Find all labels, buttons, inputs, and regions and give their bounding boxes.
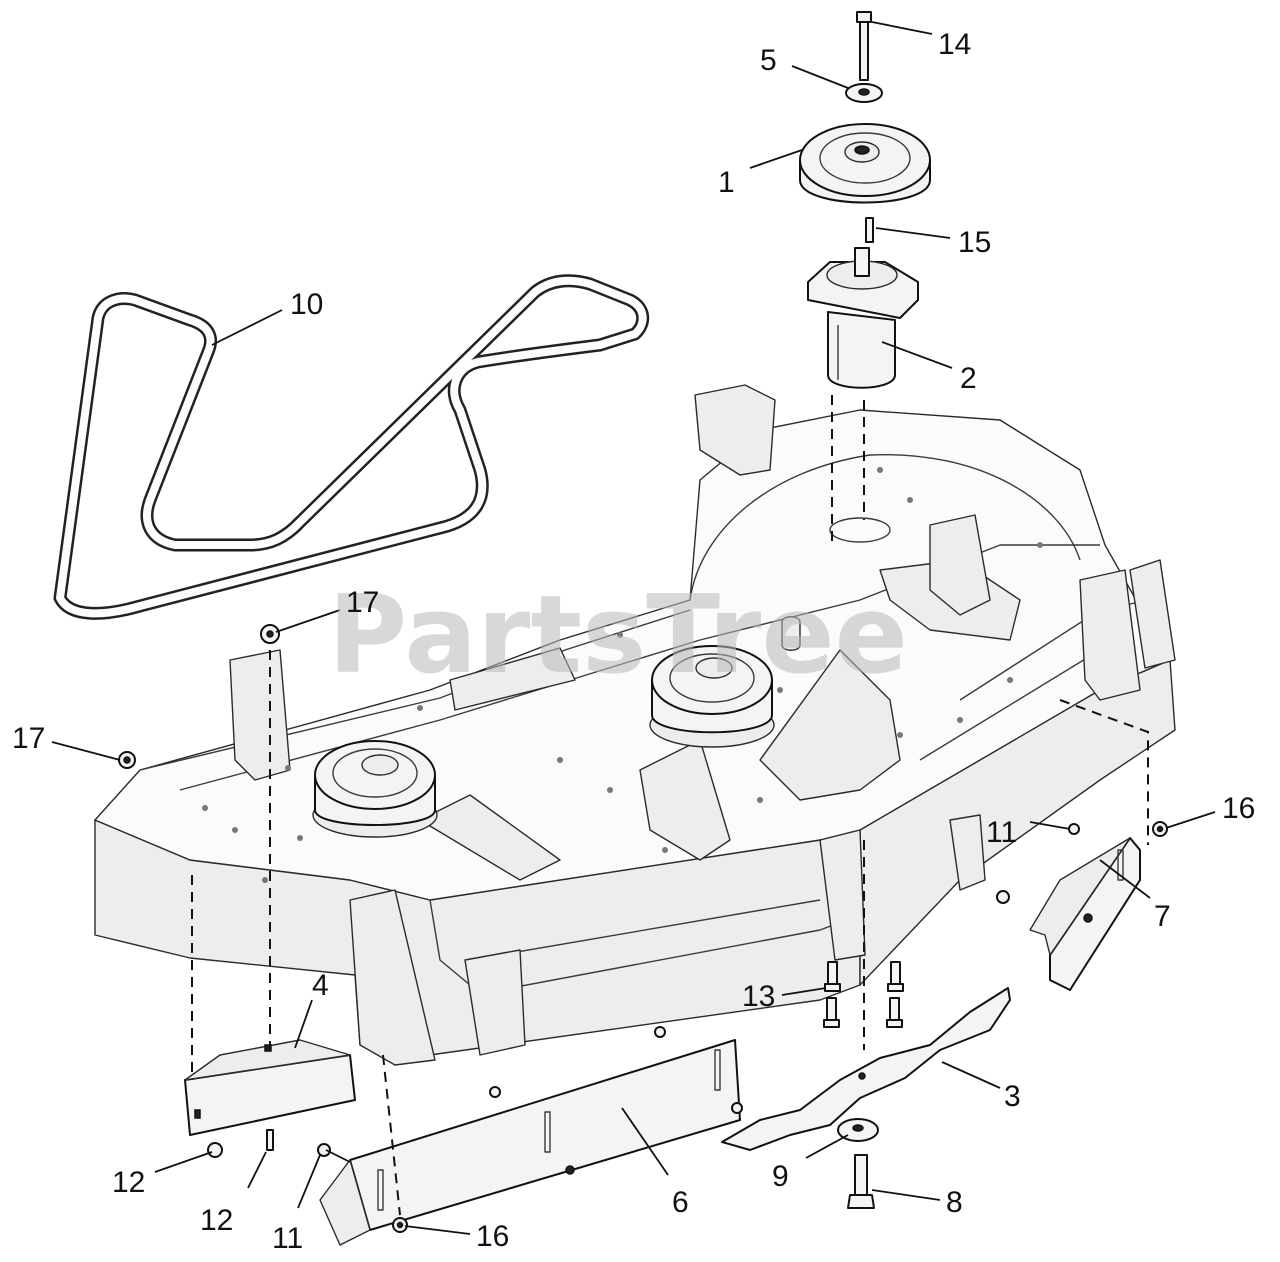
left-baffle bbox=[184, 1039, 356, 1136]
callout-8: 8 bbox=[946, 1186, 963, 1219]
callout-2: 2 bbox=[960, 362, 977, 395]
callout-10: 10 bbox=[290, 288, 323, 321]
assembly-lines bbox=[191, 395, 1149, 1216]
fasteners bbox=[118, 624, 1168, 1233]
spindle-housing bbox=[807, 247, 919, 389]
right-baffle bbox=[1029, 837, 1141, 991]
callout-12-center: 12 bbox=[200, 1204, 233, 1237]
callout-4: 4 bbox=[312, 969, 329, 1002]
spindle-pulley bbox=[799, 123, 931, 204]
callout-12-left: 12 bbox=[112, 1166, 145, 1199]
callout-11-bottom: 11 bbox=[272, 1222, 303, 1255]
callout-11-right: 11 bbox=[986, 816, 1017, 849]
callout-9: 9 bbox=[772, 1160, 789, 1193]
spindle-key bbox=[865, 217, 874, 243]
blade-bolt bbox=[847, 1154, 875, 1209]
front-baffle bbox=[319, 1039, 741, 1246]
watermark: PartsTree bbox=[328, 573, 908, 698]
callout-16-right: 16 bbox=[1222, 792, 1255, 825]
callout-6: 6 bbox=[672, 1186, 689, 1219]
deck-drive-belt bbox=[53, 274, 650, 620]
mower-deck-housing bbox=[94, 384, 1176, 1066]
callout-17-top: 17 bbox=[346, 586, 379, 619]
mower-blade bbox=[721, 987, 1011, 1151]
spindle-bolt bbox=[856, 11, 872, 81]
hex-bolts bbox=[823, 961, 904, 1028]
callout-1: 1 bbox=[718, 166, 735, 199]
callout-14: 14 bbox=[938, 28, 971, 61]
callout-17-left: 17 bbox=[12, 722, 45, 755]
callout-labels: 14 5 1 15 10 2 17 17 16 11 7 4 13 3 6 9 … bbox=[12, 28, 1255, 1255]
spindle-washer bbox=[845, 83, 883, 103]
callout-13: 13 bbox=[742, 980, 775, 1013]
left-spindle-pulley bbox=[312, 740, 438, 838]
center-spindle-pulley bbox=[649, 645, 775, 748]
leader-lines bbox=[51, 21, 1216, 1235]
callout-7: 7 bbox=[1154, 900, 1171, 933]
callout-16-bottom: 16 bbox=[476, 1220, 509, 1253]
callout-3: 3 bbox=[1004, 1080, 1021, 1113]
callout-5: 5 bbox=[760, 44, 777, 77]
callout-15: 15 bbox=[958, 226, 991, 259]
